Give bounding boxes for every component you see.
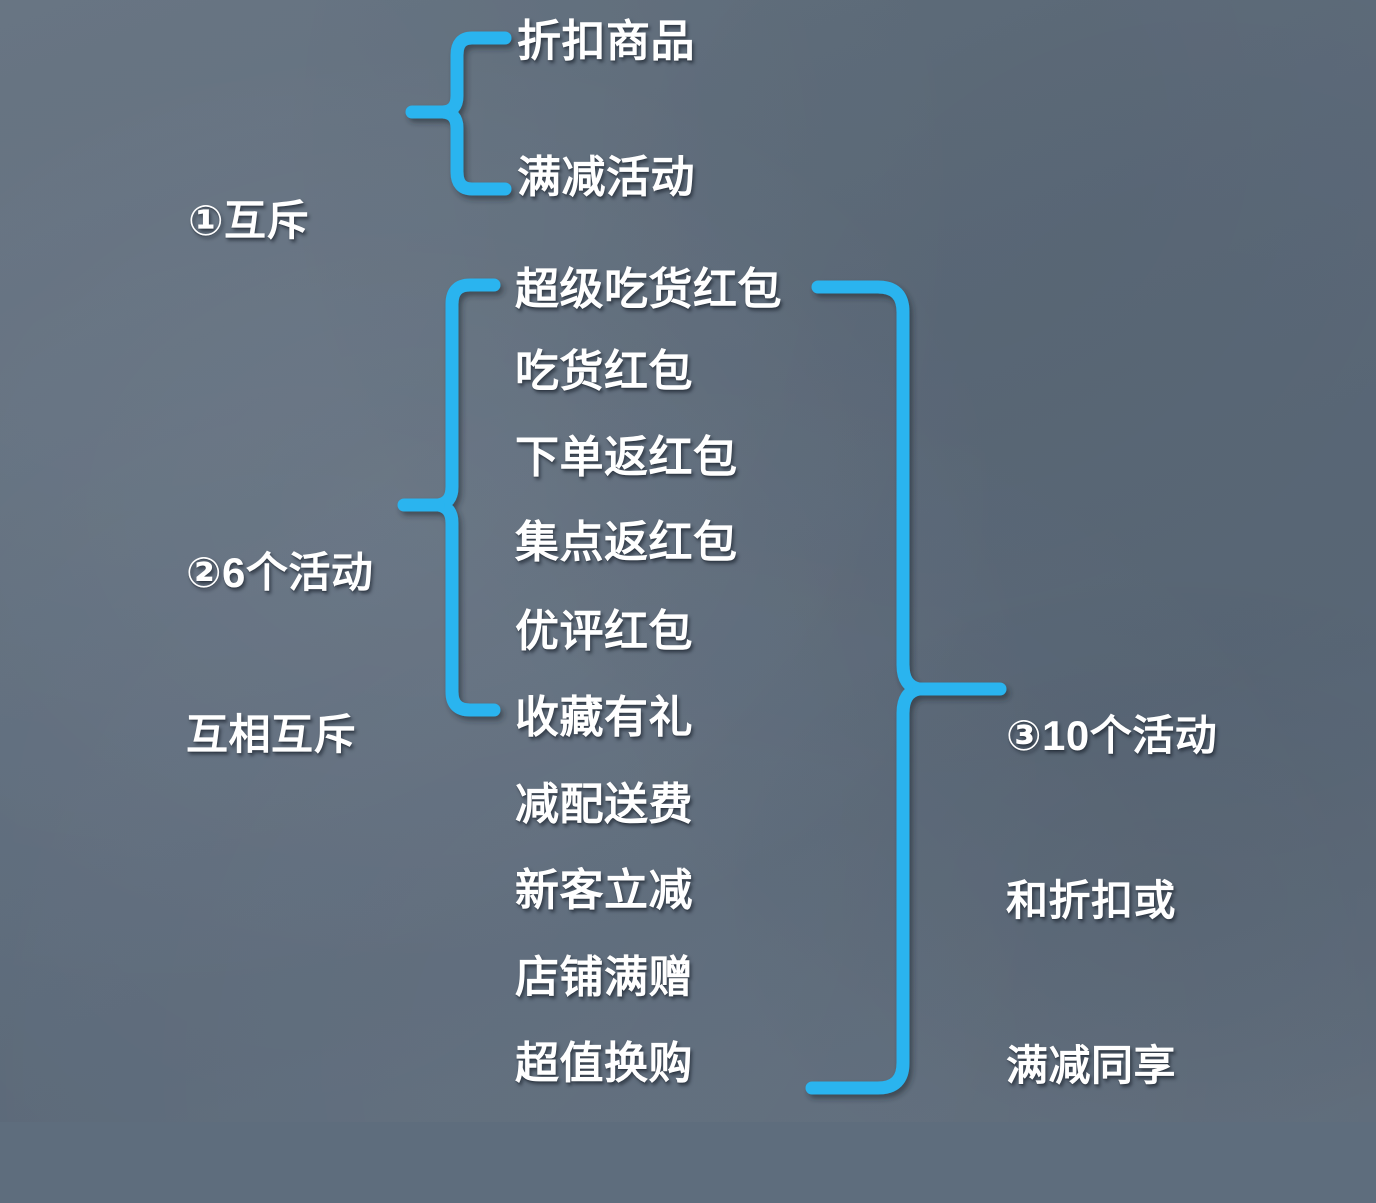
list-item-full-reduction: 满减活动 <box>517 153 695 202</box>
list-item-value-exchange: 超值换购 <box>515 1039 693 1088</box>
group-3-label-line-3: 满减同享 <box>1006 1042 1177 1089</box>
list-item-points-return-redpack: 集点返红包 <box>515 518 738 567</box>
bracket-group-2 <box>397 278 501 717</box>
group-2-label: ②6个活动 互相互斥 <box>186 438 373 870</box>
bracket-group-3 <box>805 280 1007 1095</box>
list-item-good-review-redpack: 优评红包 <box>515 607 693 656</box>
group-1-label: ①互斥 <box>188 86 309 356</box>
list-item-delivery-fee-discount: 减配送费 <box>515 780 693 829</box>
list-item-order-return-redpack: 下单返红包 <box>515 433 738 482</box>
group-3-label-line-2: 和折扣或 <box>1006 877 1177 924</box>
list-item-new-customer-discount: 新客立减 <box>515 866 693 915</box>
group-2-label-line-1: ②6个活动 <box>186 549 374 596</box>
group-3-label-line-1: ③10个活动 <box>1006 712 1218 759</box>
list-item-discount-goods: 折扣商品 <box>517 17 695 66</box>
diagram-canvas: ①互斥 ②6个活动 互相互斥 ③10个活动 和折扣或 满减同享 折扣商品 满减活… <box>0 0 1376 1122</box>
list-item-shop-full-gift: 店铺满赠 <box>515 953 693 1002</box>
list-item-favorite-gift: 收藏有礼 <box>515 693 693 742</box>
group-2-label-line-2: 互相互斥 <box>186 711 357 758</box>
list-item-foodie-redpack: 吃货红包 <box>515 347 693 396</box>
bracket-group-1 <box>405 31 512 196</box>
group-3-label: ③10个活动 和折扣或 满减同享 <box>1006 598 1217 1203</box>
list-item-super-foodie-redpack: 超级吃货红包 <box>515 265 782 314</box>
group-1-label-line-1: ①互斥 <box>188 197 310 244</box>
